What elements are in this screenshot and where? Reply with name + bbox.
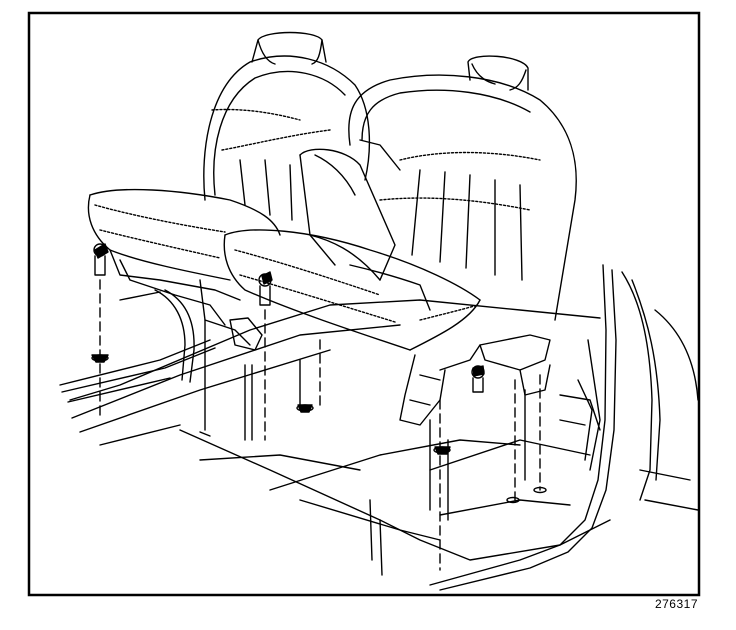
right-door-pillar: [429, 264, 699, 591]
right-seat-cushion: [223, 229, 481, 351]
floor-anchor-points: [91, 243, 485, 455]
figure-reference-number: 276317: [654, 597, 698, 611]
right-seat-backrest: [348, 55, 577, 321]
seat-riser-brackets: [119, 259, 551, 426]
diagram-frame: [27, 11, 701, 597]
left-seat-backrest: [203, 31, 371, 221]
right-seat-bolts: [429, 365, 547, 571]
vehicle-floor: [69, 299, 611, 576]
right-seat-armrest: [299, 148, 396, 281]
left-seat-cushion: [87, 188, 281, 301]
left-door-sill: [59, 289, 216, 403]
